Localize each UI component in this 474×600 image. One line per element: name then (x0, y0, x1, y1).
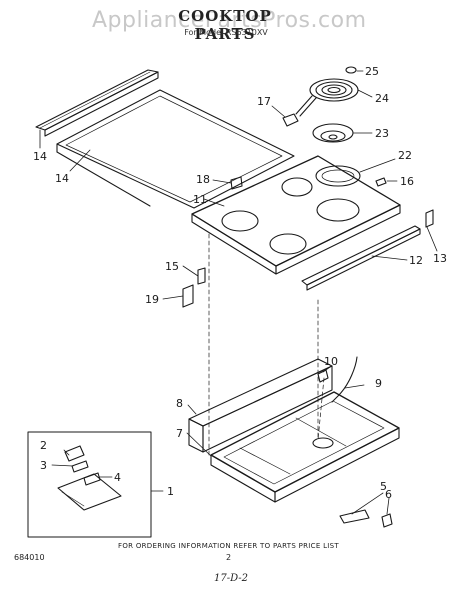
part-trim-ring (315, 165, 361, 187)
callout-1: 1 (167, 485, 174, 498)
leader-lines (39, 70, 438, 515)
part-screw-6 (381, 513, 393, 528)
part-rear-trim-strip (35, 69, 159, 137)
watermark: AppliancePartsPros.com (92, 8, 367, 33)
callout-22: 22 (398, 149, 412, 162)
callout-5: 5 (380, 480, 387, 493)
callout-9: 9 (375, 377, 382, 390)
callout-3: 3 (40, 459, 47, 472)
callout-24: 24 (375, 92, 389, 105)
callout-2: 2 (40, 439, 47, 452)
callout-7: 7 (176, 427, 183, 440)
callout-18: 17 (257, 95, 271, 108)
callout-8: 8 (176, 397, 183, 410)
part-drip-bowl (312, 123, 354, 143)
footer-code: 684010 (14, 553, 45, 562)
callout-17: 15 (165, 260, 179, 273)
footer-page: 2 (226, 553, 232, 562)
callout-15: 14 (33, 150, 47, 163)
part-bracket-rod (331, 356, 358, 403)
callout-12: 12 (409, 254, 423, 267)
callout-13: 13 (433, 252, 447, 265)
diagram-title: COOKTOP PARTS (178, 7, 272, 43)
part-frame (56, 89, 295, 209)
part-surface-element (295, 78, 359, 117)
diagram-subtitle: For Model RS6310XV (184, 28, 268, 37)
callout-6: 6 (385, 488, 392, 501)
callout-10: 10 (324, 355, 338, 368)
part-burner-box (210, 391, 400, 503)
part-screw-5 (339, 509, 370, 524)
part-cooktop (191, 155, 401, 275)
part-element-receptacle (282, 113, 299, 127)
part-switch-assembly-inset (27, 431, 152, 538)
callout-19: 18 (196, 173, 210, 186)
callout-numbers: 25 24 23 22 16 17 18 11 12 13 15 19 14 1… (33, 65, 447, 501)
callout-20: 19 (145, 293, 159, 306)
callout-25: 25 (365, 65, 379, 78)
part-screw (375, 177, 387, 187)
callout-16: 16 (400, 175, 414, 188)
callout-4: 4 (114, 471, 121, 484)
part-hinge-pin (197, 267, 206, 285)
assembly-guide-lines (208, 233, 325, 457)
part-hinge (182, 284, 194, 308)
part-side-clip (425, 209, 434, 228)
footer-note: FOR ORDERING INFORMATION REFER TO PARTS … (118, 542, 339, 550)
footer-handwriting: 17-D-2 (214, 573, 249, 584)
part-top-bracket (230, 176, 243, 190)
part-front-trim-strip (301, 225, 421, 291)
part-element-clip (345, 66, 357, 74)
callout-11: 11 (193, 193, 207, 206)
callout-14: 14 (55, 172, 69, 185)
callout-23: 23 (375, 127, 389, 140)
part-heat-shield (188, 358, 333, 453)
